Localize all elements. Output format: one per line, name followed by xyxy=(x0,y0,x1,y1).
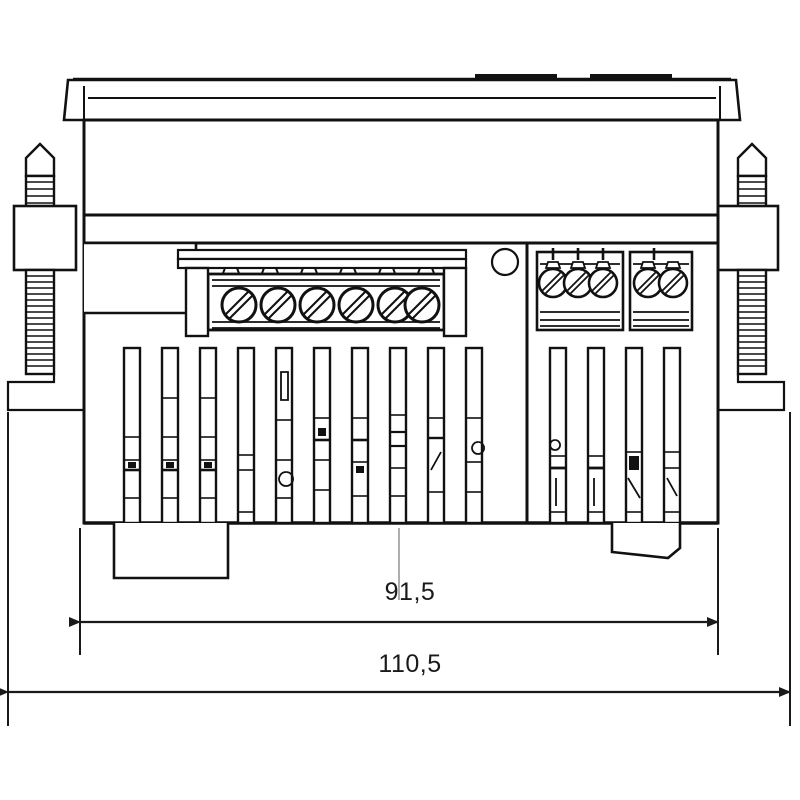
bottom-tab-right xyxy=(610,523,682,560)
terminal-screw-3[interactable] xyxy=(298,286,336,324)
right-terminal-block-b[interactable] xyxy=(628,248,694,332)
terminal-block-right-cap xyxy=(442,266,468,338)
vent-slot xyxy=(662,346,682,525)
terminal-screw-1[interactable] xyxy=(220,286,258,324)
right-block-a-screw-3[interactable] xyxy=(587,267,619,299)
top-cap-notch-1 xyxy=(475,74,557,81)
vent-slot xyxy=(548,346,568,525)
top-cap-outline xyxy=(62,78,742,122)
mounting-screw-right xyxy=(714,142,786,412)
device-top-cap xyxy=(62,74,742,122)
right-block-a-ticks xyxy=(551,248,605,260)
right-block-a-clips xyxy=(544,261,612,269)
dimension-inner-width xyxy=(69,528,719,655)
terminal-rail-bar-2 xyxy=(176,257,468,270)
mount-foot-right xyxy=(718,374,786,412)
screw-thread-hatch-lower-left xyxy=(26,275,54,367)
terminal-block-left-cap xyxy=(184,266,210,338)
screw-thread-lower-right xyxy=(736,268,768,376)
right-terminal-block-a[interactable] xyxy=(535,248,625,332)
vent-slot xyxy=(388,346,408,525)
vent-slot xyxy=(236,346,256,525)
dimension-label-inner-width: 91,5 xyxy=(384,578,436,606)
terminal-screw-6[interactable] xyxy=(403,286,441,324)
main-terminal-block[interactable] xyxy=(184,266,468,338)
vent-slot xyxy=(198,346,218,525)
terminal-screw-4[interactable] xyxy=(337,286,375,324)
screw-thread-hatch-lower-right xyxy=(738,275,766,367)
vent-slot xyxy=(426,346,446,525)
screw-thread-lower-left xyxy=(24,268,56,376)
screw-thread-hatch-upper-right xyxy=(738,181,766,204)
screw-block-right xyxy=(714,204,780,272)
vent-slot xyxy=(312,346,332,525)
mounting-screw-left xyxy=(6,142,84,412)
screw-thread-hatch-upper-left xyxy=(26,181,54,204)
vent-slot xyxy=(586,346,606,525)
vent-slot xyxy=(160,346,180,525)
bottom-tab-left xyxy=(112,523,230,580)
vent-slot xyxy=(624,346,644,525)
dimension-overall-width xyxy=(0,412,791,726)
main-terminal-rail xyxy=(176,248,468,277)
vent-slots-left-group xyxy=(122,346,485,525)
vent-slot xyxy=(350,346,370,525)
mount-foot-left xyxy=(6,374,84,412)
vent-slot xyxy=(464,346,485,525)
vent-slot xyxy=(274,346,294,525)
screw-block-left xyxy=(12,204,78,272)
vent-slots-right-group xyxy=(548,346,682,525)
indicator-led-icon xyxy=(490,247,520,277)
dimension-label-overall-width: 110,5 xyxy=(378,650,442,678)
terminal-rail-bar-1 xyxy=(176,248,468,261)
right-block-b-screw-2[interactable] xyxy=(657,267,689,299)
terminal-screw-2[interactable] xyxy=(259,286,297,324)
top-cap-notch-2 xyxy=(590,74,672,81)
vent-slot xyxy=(122,346,142,525)
